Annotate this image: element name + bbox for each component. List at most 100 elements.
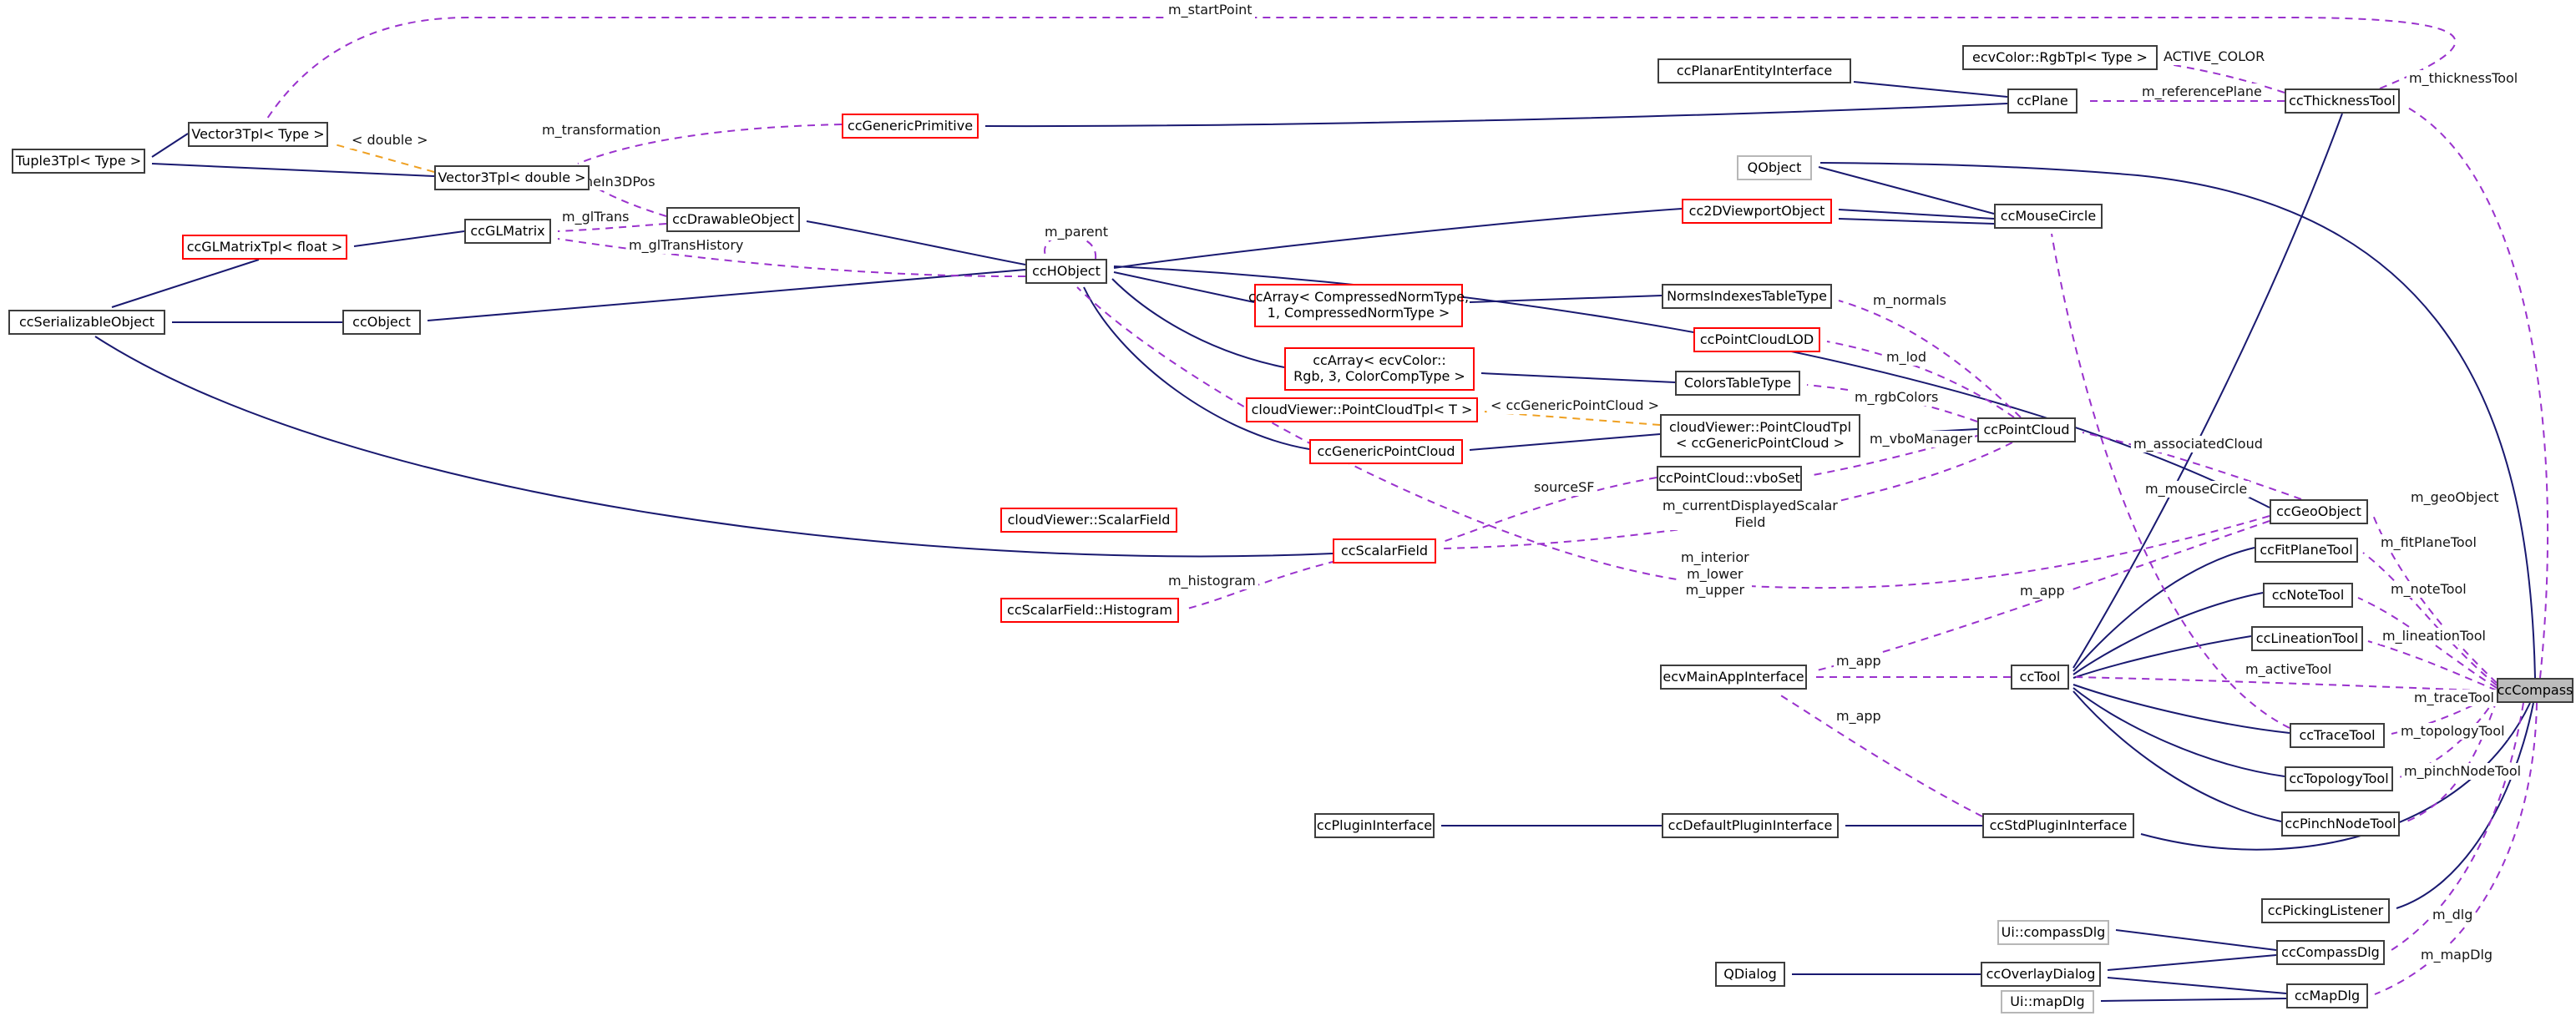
edge-inh-1 — [151, 163, 435, 177]
class-node-colorstabletype[interactable]: ColorsTableType — [1675, 371, 1800, 396]
edge-use-53 — [1442, 477, 1657, 543]
class-node-ecvcolor-rgbtpl[interactable]: ecvColor::RgbTpl< Type > — [1962, 45, 2158, 70]
class-node-cccompassdlg[interactable]: ccCompassDlg — [2276, 940, 2385, 965]
edge-label-line: m_topologyTool — [2401, 723, 2505, 739]
class-node-cctopologytool[interactable]: ccTopologyTool — [2285, 766, 2393, 791]
class-node-cclineationtool[interactable]: ccLineationTool — [2251, 626, 2363, 651]
class-node-label: ccThicknessTool — [2289, 92, 2396, 109]
class-node-ccstdplugininterface[interactable]: ccStdPluginInterface — [1982, 813, 2134, 838]
class-node-ccgenericprimitive[interactable]: ccGenericPrimitive — [842, 114, 979, 139]
class-node-ccscalarfield[interactable]: ccScalarField — [1333, 538, 1436, 564]
edge-use-45 — [2164, 63, 2285, 94]
class-node-label: ccArray< ecvColor:: — [1313, 352, 1446, 369]
class-node-ccpointcloud[interactable]: ccPointCloud — [1977, 417, 2076, 442]
edge-label-line: m_rgbColors — [1855, 389, 1939, 405]
class-node-label: Vector3Tpl< Type > — [191, 125, 325, 142]
class-node-pointcloudtpl-generic[interactable]: cloudViewer::PointCloudTpl< ccGenericPoi… — [1660, 414, 1860, 457]
edge-label-m-histogram: m_histogram — [1166, 573, 1258, 589]
class-node-tuple3tpl[interactable]: Tuple3Tpl< Type > — [12, 149, 145, 174]
class-node-pointcloudtpl-t[interactable]: cloudViewer::PointCloudTpl< T > — [1246, 397, 1478, 422]
class-node-cchobject[interactable]: ccHObject — [1025, 259, 1107, 284]
edge-use-68 — [1776, 692, 1983, 817]
edge-label-line: m_app — [1836, 708, 1881, 724]
class-node-normsindexestabletype[interactable]: NormsIndexesTableType — [1662, 284, 1832, 309]
edge-label-line: m_lower — [1687, 565, 1743, 582]
class-node-label: ccPlane — [2017, 92, 2068, 109]
class-node-label: ccPointCloud — [1983, 421, 2070, 437]
class-node-cccompass[interactable]: ccCompass — [2497, 678, 2573, 703]
class-node-ccarray-norm[interactable]: ccArray< CompressedNormType,1, Compresse… — [1248, 284, 1469, 327]
class-node-ccdefaultplugininterface[interactable]: ccDefaultPluginInterface — [1662, 813, 1839, 838]
edge-use-65 — [2406, 700, 2498, 822]
class-node-cloudviewer-scalarfield[interactable]: cloudViewer::ScalarField — [1000, 508, 1177, 533]
class-node-ccmapdlg[interactable]: ccMapDlg — [2286, 983, 2368, 1008]
class-node-ccpointcloudlod[interactable]: ccPointCloudLOD — [1693, 327, 1820, 352]
class-node-label: ccPlanarEntityInterface — [1676, 62, 1833, 78]
class-node-label: ccPointCloudLOD — [1699, 331, 1814, 347]
edge-inh-6 — [427, 269, 1026, 321]
edge-label-m-parent: m_parent — [1042, 224, 1111, 240]
class-node-label: ccGeoObject — [2276, 503, 2361, 519]
class-node-label: ccObject — [352, 313, 411, 330]
class-node-label: ccSerializableObject — [18, 313, 155, 330]
edge-label-line: m_glTrans — [562, 209, 630, 225]
class-node-ui-compassdlg[interactable]: Ui::compassDlg — [1997, 920, 2109, 945]
edge-inh-33 — [2396, 702, 2534, 909]
class-node-ccpinchnodetool[interactable]: ccPinchNodeTool — [2281, 811, 2400, 837]
class-node-label: ccGenericPrimitive — [847, 117, 974, 134]
class-node-label: ccCompassDlg — [2281, 943, 2380, 960]
class-node-label: ccPluginInterface — [1316, 816, 1433, 833]
class-node-label: cc2DViewportObject — [1688, 202, 1825, 219]
class-node-ui-mapdlg[interactable]: Ui::mapDlg — [2001, 990, 2094, 1013]
class-node-cctool[interactable]: ccTool — [2011, 665, 2069, 690]
class-node-cctracetool[interactable]: ccTraceTool — [2290, 723, 2385, 748]
class-node-ccmousecircle[interactable]: ccMouseCircle — [1994, 204, 2103, 229]
class-node-ccthicknesstool[interactable]: ccThicknessTool — [2285, 88, 2400, 114]
edge-inh-5 — [94, 336, 1334, 558]
class-node-ccplane[interactable]: ccPlane — [2007, 88, 2078, 114]
edge-inh-19 — [1480, 372, 1676, 383]
edge-label-line: m_normals — [1873, 292, 1946, 308]
edge-inh-11 — [1838, 209, 1995, 220]
class-node-ccgeoobject[interactable]: ccGeoObject — [2270, 499, 2368, 524]
edge-inh-24 — [2072, 547, 2255, 672]
class-node-cc2dviewportobject[interactable]: cc2DViewportObject — [1682, 199, 1832, 224]
class-node-ccplanarentityinterface[interactable]: ccPlanarEntityInterface — [1657, 58, 1851, 83]
edge-label-active-color: ACTIVE_COLOR — [2161, 48, 2268, 65]
class-node-label: ccTool — [2019, 668, 2061, 685]
class-node-ccobject[interactable]: ccObject — [342, 310, 421, 335]
class-node-label: ccGLMatrix — [470, 222, 545, 239]
class-node-ccserializableobject[interactable]: ccSerializableObject — [8, 310, 165, 335]
class-node-label: ccScalarField::Histogram — [1007, 601, 1172, 618]
edge-use-44 — [1044, 235, 1097, 260]
class-node-ccpickinglistener[interactable]: ccPickingListener — [2261, 898, 2390, 923]
class-node-ccnotetool[interactable]: ccNoteTool — [2263, 583, 2353, 608]
edge-label-m-gltrans: m_glTrans — [559, 209, 632, 225]
edge-label-line: m_mouseCircle — [2145, 481, 2248, 497]
class-node-qdialog[interactable]: QDialog — [1715, 962, 1785, 987]
class-node-label: ecvColor::RgbTpl< Type > — [1972, 48, 2148, 65]
class-node-ccdrawableobject[interactable]: ccDrawableObject — [666, 207, 800, 232]
class-node-ccgenericpointcloud[interactable]: ccGenericPointCloud — [1309, 439, 1463, 464]
edge-label-m-transformation: m_transformation — [539, 122, 664, 139]
class-node-label: ccNoteTool — [2271, 586, 2345, 603]
class-node-vector3tpl-double[interactable]: Vector3Tpl< double > — [434, 165, 590, 190]
class-node-ccplugininterface[interactable]: ccPluginInterface — [1314, 813, 1435, 838]
class-node-qobject[interactable]: QObject — [1737, 155, 1812, 180]
class-node-ccpointcloud-vboset[interactable]: ccPointCloud::vboSet — [1657, 466, 1802, 491]
class-node-ecvmainappinterface[interactable]: ecvMainAppInterface — [1660, 665, 1807, 690]
edge-label-m-lineationtool: m_lineationTool — [2380, 628, 2488, 644]
class-node-label: cloudViewer::ScalarField — [1007, 511, 1171, 528]
class-node-ccscalarfield-histogram[interactable]: ccScalarField::Histogram — [1000, 598, 1179, 623]
class-node-ccarray-rgb[interactable]: ccArray< ecvColor::Rgb, 3, ColorCompType… — [1284, 347, 1475, 391]
class-node-ccoverlaydialog[interactable]: ccOverlayDialog — [1981, 962, 2101, 987]
edge-label-line: m_app — [2020, 583, 2065, 599]
edge-inh-8 — [1853, 81, 2008, 98]
edge-label-line: m_geoObject — [2411, 489, 2499, 505]
class-node-ccglmatrixtpl-float[interactable]: ccGLMatrixTpl< float > — [182, 235, 347, 260]
class-node-ccfitplanetool[interactable]: ccFitPlaneTool — [2255, 538, 2358, 563]
edge-use-69 — [2391, 702, 2524, 951]
class-node-vector3tpl-type[interactable]: Vector3Tpl< Type > — [188, 122, 328, 147]
class-node-ccglmatrix[interactable]: ccGLMatrix — [464, 219, 551, 244]
